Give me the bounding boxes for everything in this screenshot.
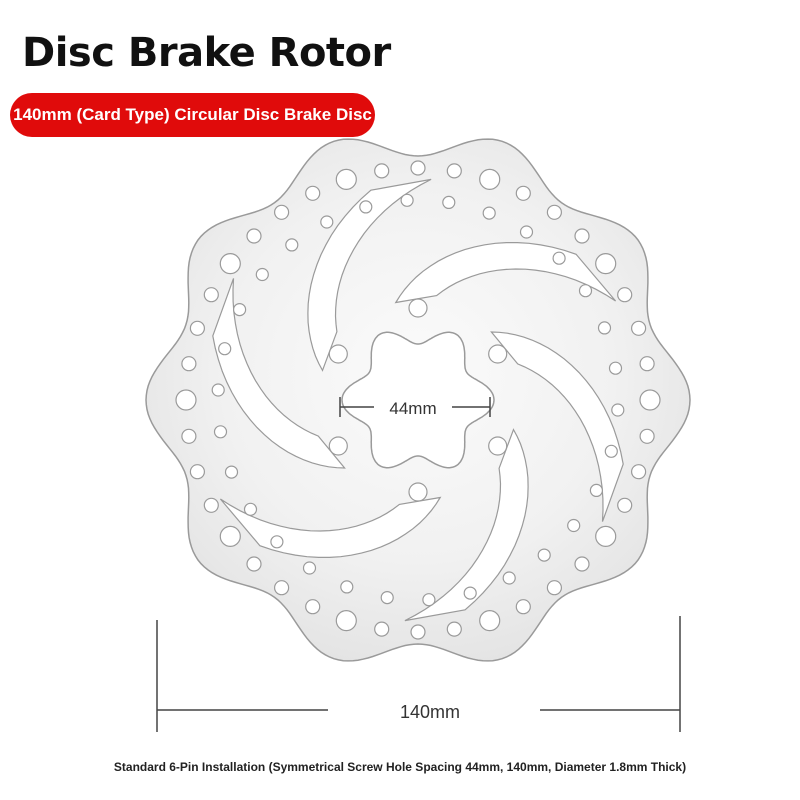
vent-hole-outer [374,163,390,179]
vent-hole-outer [175,389,197,411]
vent-hole-outer [617,497,633,513]
bolt-hole [408,482,428,502]
vent-hole-inner [213,425,228,439]
vent-hole-outer [374,621,390,637]
vent-hole-inner [224,465,239,479]
bolt-hole [328,344,348,364]
vent-hole-outer [617,287,633,303]
inner-dimension-marks [339,397,491,417]
bolt-hole [408,298,428,318]
vent-hole-inner [233,303,247,317]
vent-hole-inner [611,403,625,417]
vent-hole-inner [608,361,623,375]
rotor-spoke-cutout [404,428,529,622]
page-title: Disc Brake Rotor [22,30,391,76]
vent-hole-outer [246,556,262,572]
vent-hole-inner [482,206,496,220]
vent-hole-outer [639,428,655,444]
rotor-spoke-cutout [212,278,346,469]
rotor-vent-holes [175,160,661,640]
vent-hole-outer [595,525,617,548]
vent-hole-outer [189,464,205,480]
vent-hole-inner [552,251,566,265]
vent-hole-inner [537,548,551,562]
vent-hole-outer [181,356,197,372]
vent-hole-outer [203,287,219,303]
outer-dimension-marks [156,616,681,732]
vent-hole-inner [578,284,593,298]
vent-hole-outer [410,624,426,640]
vent-hole-outer [574,228,590,244]
vent-hole-inner [400,193,414,207]
vent-hole-inner [359,200,373,214]
vent-hole-inner [255,267,269,282]
vent-hole-outer [446,621,462,637]
vent-hole-outer [274,204,290,220]
vent-hole-inner [380,590,394,605]
vent-hole-outer [219,525,241,548]
vent-hole-inner [463,586,477,600]
inner-diameter-label: 44mm [374,399,452,419]
vent-hole-outer [189,320,205,336]
vent-hole-inner [340,580,354,594]
vent-hole-outer [446,163,462,179]
outer-diameter-label: 140mm [399,702,461,722]
vent-hole-outer [639,356,655,372]
vent-hole-outer [479,168,501,190]
vent-hole-outer [305,599,321,615]
vent-hole-inner [519,225,534,239]
vent-hole-inner [604,444,618,458]
vent-hole-outer [410,160,426,176]
vent-hole-inner [302,561,317,575]
vent-hole-inner [243,502,258,516]
vent-hole-inner [270,535,284,549]
vent-hole-outer [595,253,617,275]
vent-hole-outer [574,556,590,572]
vent-hole-inner [285,238,299,252]
vent-hole-outer [630,320,647,336]
vent-hole-outer [546,580,563,596]
vent-hole-inner [422,593,436,607]
vent-hole-outer [479,609,501,632]
rotor-body [145,138,691,662]
vent-hole-inner [218,342,232,356]
vent-hole-outer [203,497,219,513]
vent-hole-outer [335,168,357,190]
vent-hole-outer [639,389,661,411]
rotor-spoke-cutout [490,331,624,522]
vent-hole-inner [597,321,612,335]
vent-hole-inner [442,195,456,209]
vent-hole-outer [546,204,563,220]
vent-hole-outer [515,599,531,615]
vent-hole-outer [515,185,531,201]
subtitle-text: 140mm (Card Type) Circular Disc Brake Di… [13,105,372,124]
bolt-hole [488,436,508,456]
rotor-bolt-holes [328,298,508,502]
vent-hole-inner [320,215,334,229]
vent-hole-outer [305,185,321,201]
vent-hole-inner [211,383,225,397]
vent-hole-inner [502,571,516,585]
subtitle-badge: 140mm (Card Type) Circular Disc Brake Di… [10,93,375,137]
vent-hole-outer [246,228,262,244]
bolt-hole [328,436,348,456]
vent-hole-inner [567,518,581,533]
vent-hole-outer [335,609,357,632]
vent-hole-outer [274,580,290,596]
rotor-spoke-cutout [307,178,432,372]
vent-hole-outer [219,253,241,275]
spec-footnote: Standard 6-Pin Installation (Symmetrical… [113,760,687,774]
bolt-hole [488,344,508,364]
vent-hole-outer [630,464,647,480]
vent-hole-inner [589,483,604,497]
vent-hole-outer [181,428,197,444]
